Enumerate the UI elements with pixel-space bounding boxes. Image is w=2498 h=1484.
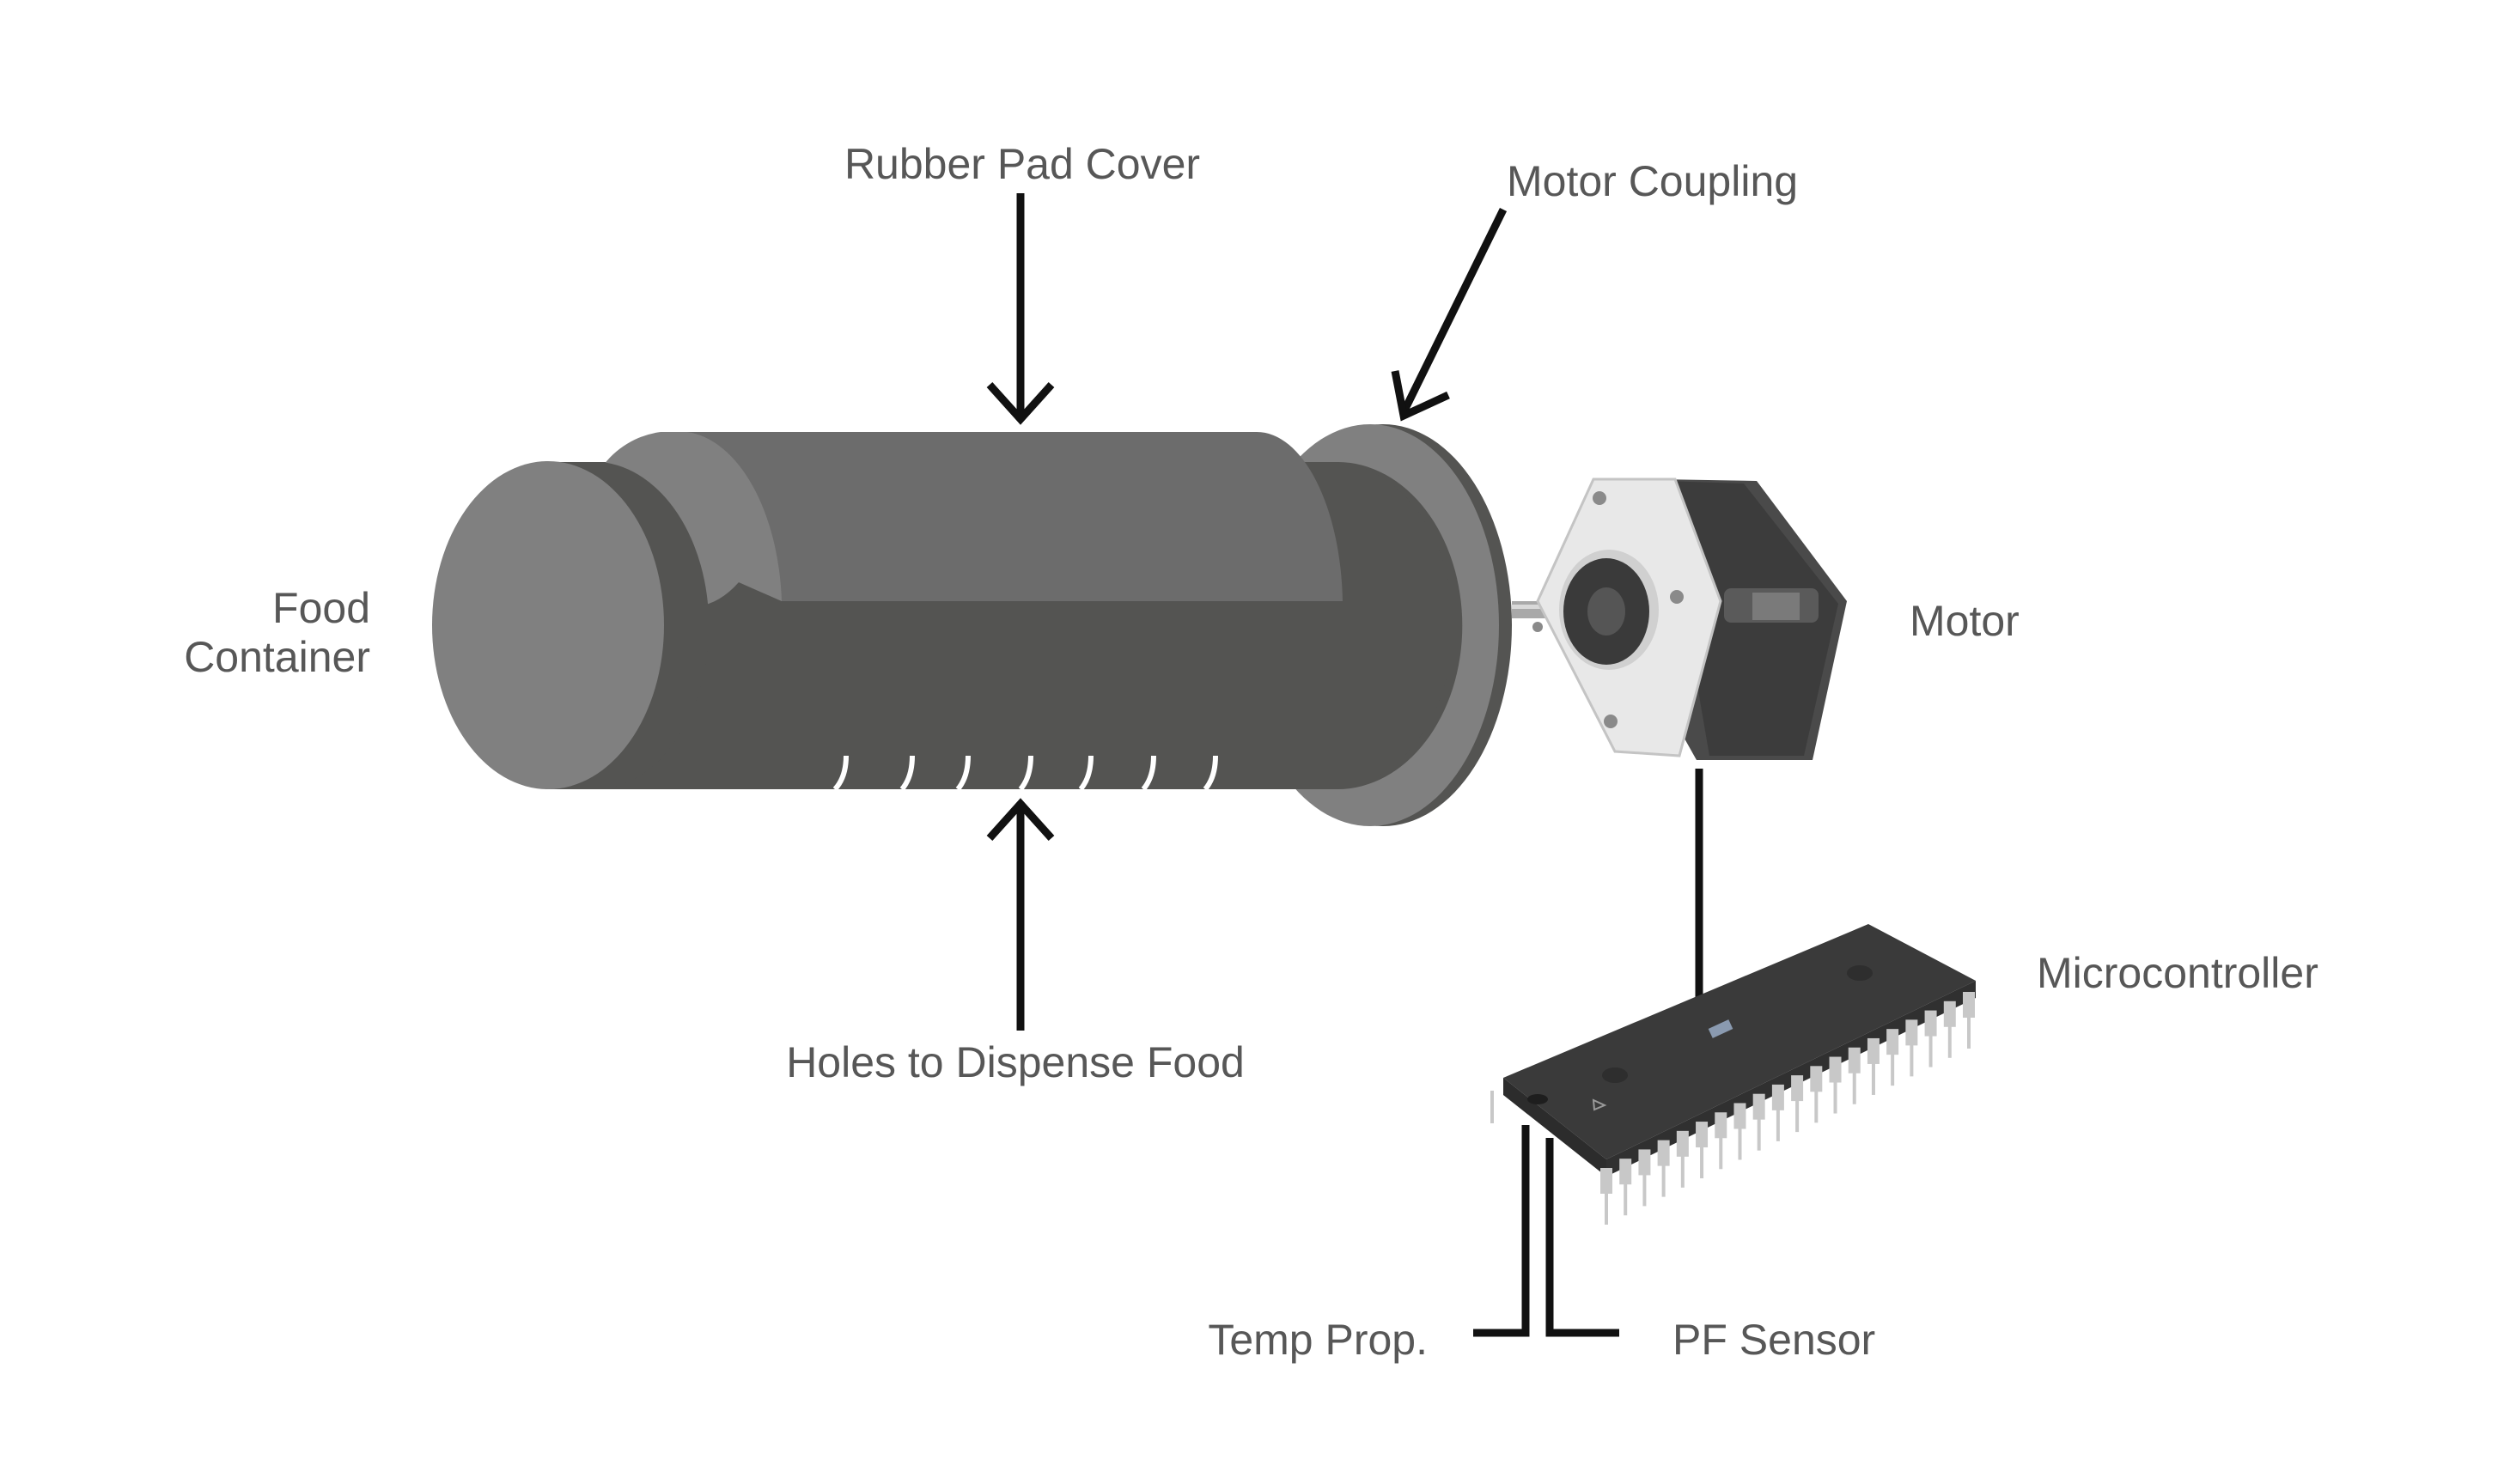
label-rubber-pad-cover: Rubber Pad Cover xyxy=(844,140,1200,188)
chip-pin-leg xyxy=(1624,1183,1628,1216)
chip-pin-leg xyxy=(1700,1146,1704,1179)
chip-pin-shoulder xyxy=(1715,1112,1727,1139)
chip-pin-shoulder xyxy=(1943,1000,1956,1027)
chip-pin-shoulder xyxy=(1848,1047,1861,1073)
label-holes-to-dispense-food: Holes to Dispense Food xyxy=(786,1038,1245,1086)
label-pf-sensor: PF Sensor xyxy=(1672,1316,1875,1364)
microcontroller xyxy=(1490,924,1976,1225)
chip-pin-shoulder xyxy=(1905,1019,1918,1046)
label-food-container-line2: Container xyxy=(184,633,370,681)
chip-pin-shoulder xyxy=(1771,1084,1784,1110)
chip-pin-leg xyxy=(1795,1099,1800,1133)
chip-pin-leg xyxy=(1661,1164,1666,1197)
chip-pin-leg xyxy=(1605,1192,1608,1225)
chip-pin-shoulder xyxy=(1791,1075,1804,1102)
chip-pin-shoulder xyxy=(1924,1010,1937,1037)
rubber-pad-cover xyxy=(601,431,1343,607)
arrow-rubber-pad-cover xyxy=(986,193,1055,425)
chip-pin-leg xyxy=(1680,1154,1685,1188)
chip-pin-shoulder xyxy=(1752,1093,1765,1120)
chip-pin-shoulder xyxy=(1696,1122,1709,1148)
chip-pin-shoulder xyxy=(1638,1149,1651,1176)
label-motor-coupling: Motor Coupling xyxy=(1507,157,1798,205)
chip-pin-leg xyxy=(1833,1080,1837,1114)
food-container xyxy=(432,431,1453,792)
chip-pin-leg xyxy=(1738,1127,1742,1160)
chip-pin-shoulder xyxy=(1963,992,1975,1018)
chip-pin-leg xyxy=(1757,1117,1761,1151)
chip-pin-shoulder xyxy=(1619,1159,1632,1185)
label-motor: Motor xyxy=(1910,597,2020,645)
chip-pin-leg xyxy=(1814,1090,1819,1123)
chip-pin-leg xyxy=(1776,1108,1780,1141)
chip-pin-shoulder xyxy=(1829,1056,1842,1083)
chip-pin-shoulder xyxy=(1676,1130,1689,1157)
chip-pin-shoulder xyxy=(1867,1037,1880,1064)
chip-pins xyxy=(1600,992,1975,1225)
chip-pin-leg xyxy=(1642,1173,1647,1207)
chip-pin-shoulder xyxy=(1886,1029,1899,1055)
arrow-motor-coupling xyxy=(1391,208,1508,422)
chip-pin-leg xyxy=(1871,1061,1875,1095)
dispense-holes xyxy=(832,755,1218,792)
chip-pin-leg xyxy=(1910,1043,1914,1077)
chip-pin-leg xyxy=(1947,1025,1952,1058)
chip-pin-leg xyxy=(1852,1071,1856,1104)
motor xyxy=(1532,477,1847,760)
chip-pin-leg xyxy=(1967,1016,1971,1049)
wire-pf-sensor xyxy=(1545,1138,1619,1337)
wire-temp-prop xyxy=(1473,1125,1530,1337)
pin1-marker-icon xyxy=(1592,1098,1607,1111)
food-container-lid xyxy=(432,461,664,789)
chip-pin-leg xyxy=(1928,1034,1933,1067)
chip-pin-shoulder xyxy=(1733,1103,1746,1129)
chip-pin-shoulder xyxy=(1657,1140,1670,1166)
chip-pin-shoulder xyxy=(1600,1168,1612,1194)
chip-pin-leg xyxy=(1891,1053,1895,1086)
label-temp-prop: Temp Prop. xyxy=(1208,1316,1428,1364)
label-food-container-line1: Food xyxy=(272,584,370,632)
arrow-holes xyxy=(986,798,1055,1031)
logo-mark xyxy=(1708,1019,1733,1038)
chip-pin-leg xyxy=(1719,1136,1723,1170)
label-microcontroller: Microcontroller xyxy=(2037,949,2318,997)
chip-pin-shoulder xyxy=(1810,1066,1823,1092)
